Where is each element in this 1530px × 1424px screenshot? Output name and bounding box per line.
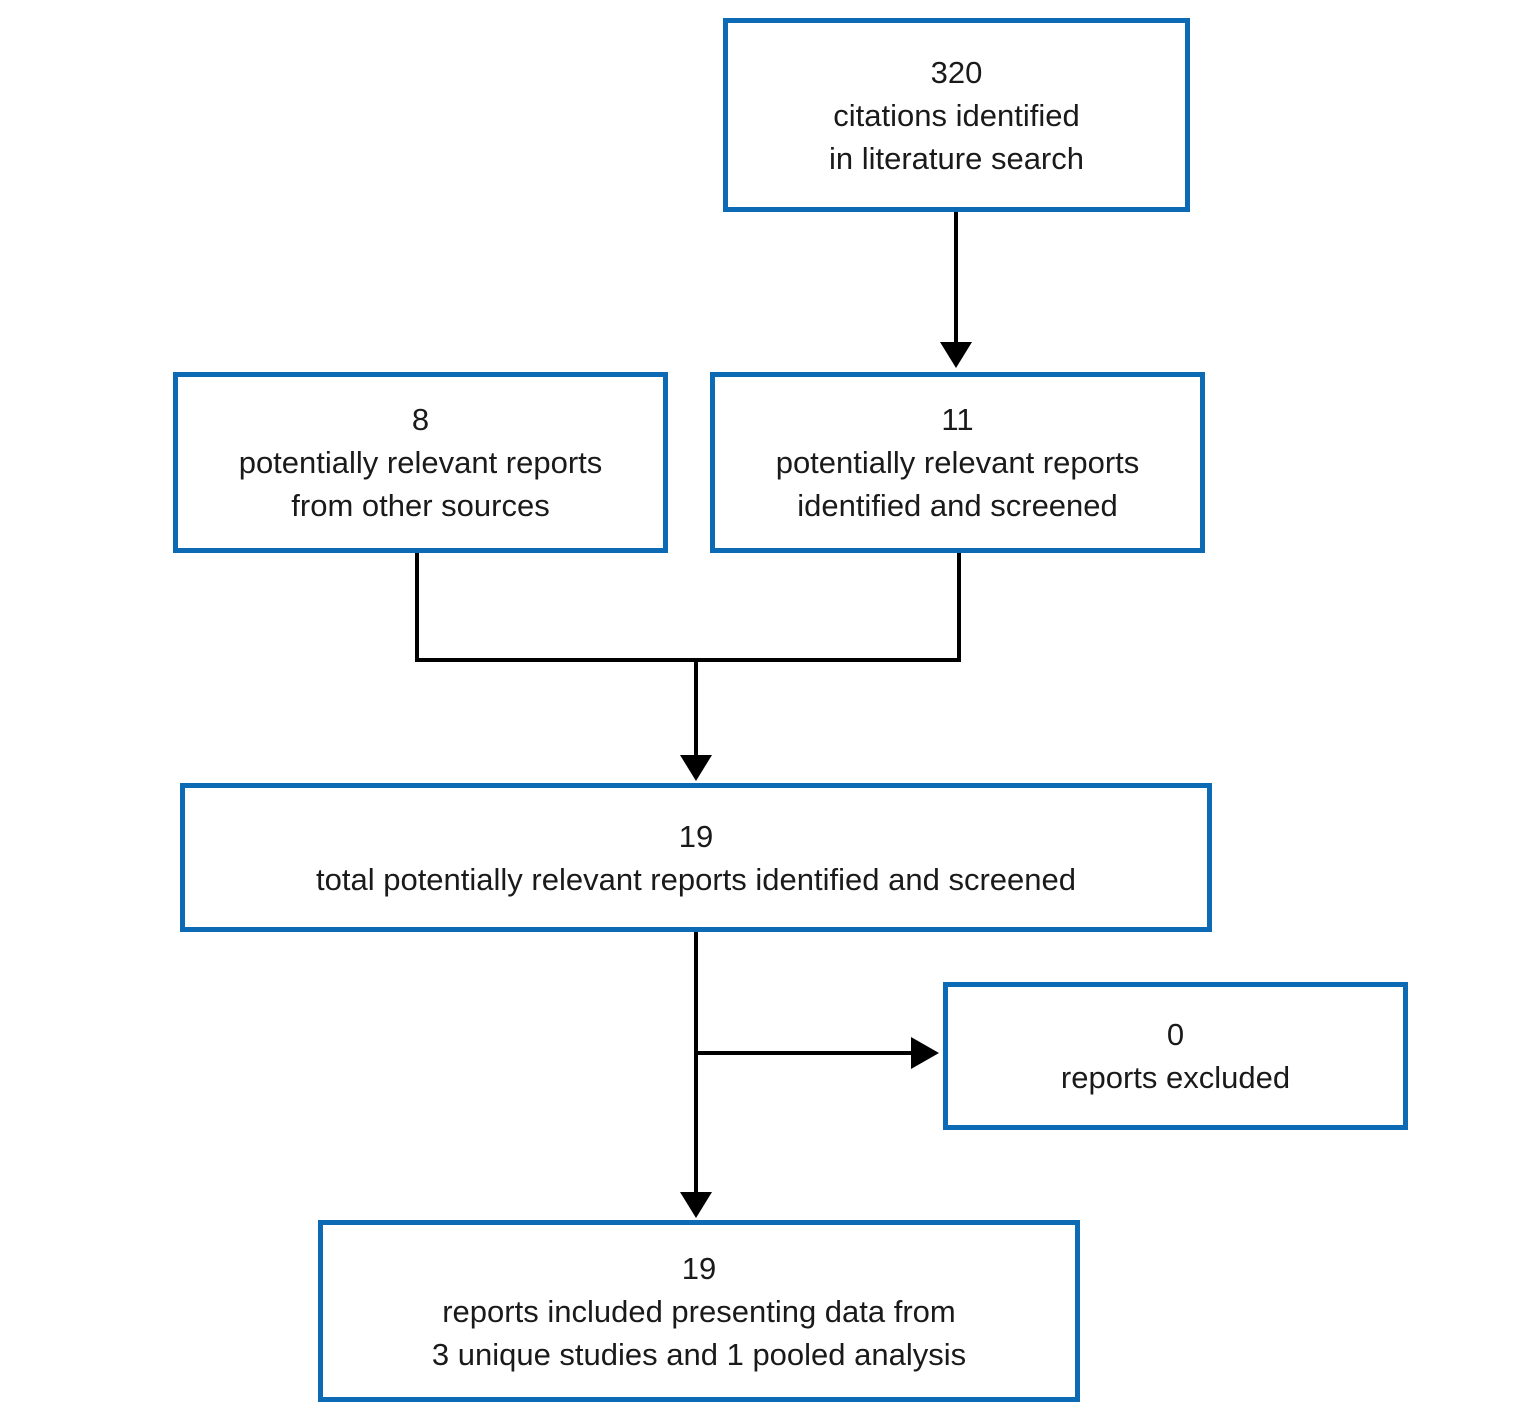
flow-box-excluded: 0 reports excluded — [943, 982, 1408, 1130]
arrow-citations-to-screened — [940, 210, 972, 368]
box-label-line: in literature search — [828, 140, 1084, 176]
box-count: 19 — [681, 1250, 717, 1286]
arrow-merge-to-total — [415, 553, 961, 781]
flow-box-total: 19 total potentially relevant reports id… — [180, 783, 1212, 932]
box-label-line: citations identified — [833, 97, 1080, 133]
box-label-line: potentially relevant reports — [775, 445, 1140, 480]
box-count: 8 — [411, 402, 430, 437]
box-count: 0 — [1166, 1017, 1185, 1052]
box-label-line: reports included presenting data from — [442, 1293, 956, 1329]
box-count: 19 — [678, 818, 714, 854]
arrow-total-to-excluded — [696, 1037, 939, 1069]
box-label-line: identified and screened — [797, 488, 1118, 523]
box-label-line: potentially relevant reports — [238, 445, 603, 480]
flow-box-other-sources: 8 potentially relevant reports from othe… — [173, 372, 668, 553]
box-label-line: reports excluded — [1060, 1060, 1291, 1095]
box-label-line: 3 unique studies and 1 pooled analysis — [431, 1336, 967, 1372]
flow-box-screened: 11 potentially relevant reports identifi… — [710, 372, 1205, 553]
box-label-line: from other sources — [291, 488, 550, 523]
box-count: 11 — [941, 402, 974, 437]
box-label-line: total potentially relevant reports ident… — [316, 861, 1076, 897]
flow-box-citations: 320 citations identified in literature s… — [723, 18, 1190, 212]
arrow-total-to-included — [680, 932, 712, 1218]
flow-box-included: 19 reports included presenting data from… — [318, 1220, 1080, 1402]
box-count: 320 — [930, 54, 983, 90]
